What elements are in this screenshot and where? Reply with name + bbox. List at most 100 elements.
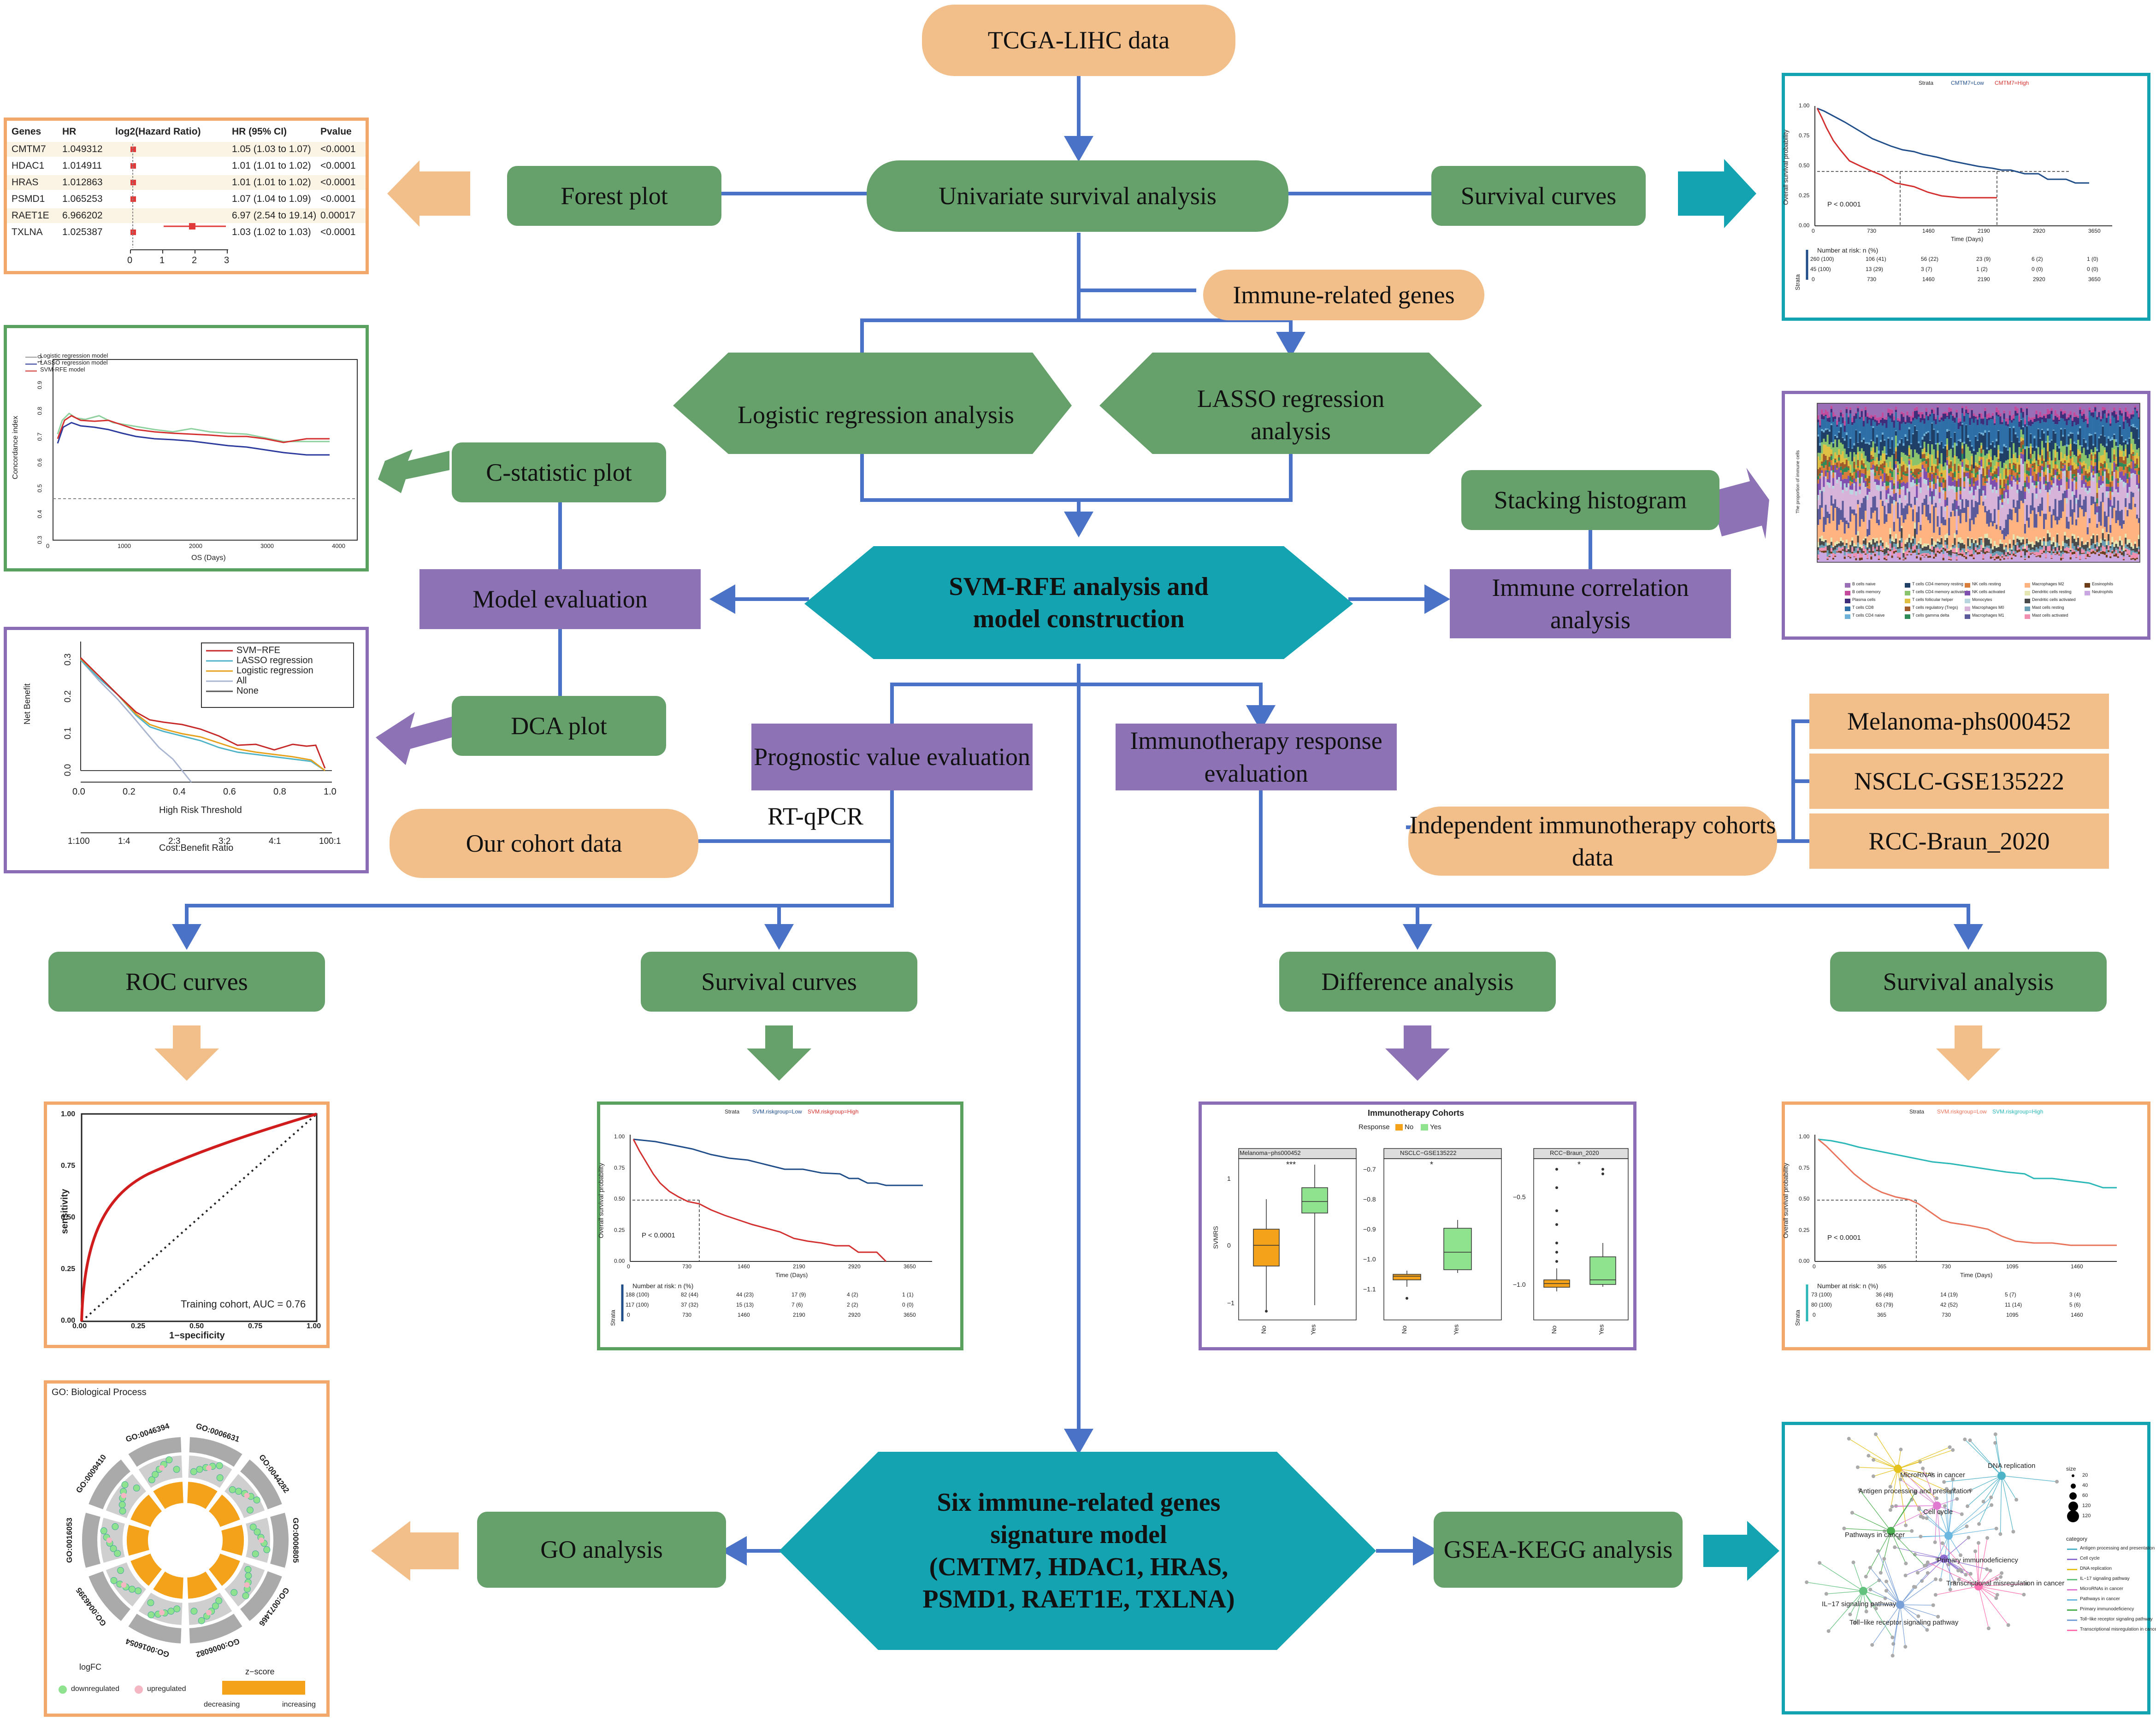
stack-segment [1861,503,1863,519]
stack-segment [1864,511,1867,537]
stack-segment [2066,425,2068,445]
stack-segment [1826,472,1829,479]
stack-segment [2132,414,2134,417]
stack-segment [1874,414,1876,420]
stack-segment [2064,411,2066,414]
stack-segment [2138,467,2140,471]
kegg-edge [1946,1489,1949,1536]
kegg-gene-node [1878,1571,1883,1575]
stack-segment [2005,403,2008,418]
stack-segment [1893,539,1896,542]
stack-segment [2083,550,2085,553]
stack-segment [2132,493,2134,497]
stack-segment [2005,475,2008,479]
stack-segment [2028,527,2030,541]
stack-segment [1828,488,1831,514]
stack-segment [1976,502,1979,514]
stack-segment [2077,466,2079,470]
stack-segment [1906,514,1908,538]
kegg-gene-node [1976,1541,1980,1545]
kegg-edge [1859,1490,1891,1532]
stack-segment [1979,538,1981,545]
cstat-label: C-statistic plot [486,458,632,486]
kegg-edge [1897,1468,1932,1475]
stack-segment [1857,548,1859,551]
stack-segment [1862,483,1865,487]
stack-segment [2115,491,2117,511]
km-mid-risk-xtick: 0 [627,1312,630,1318]
stack-segment [2134,409,2137,427]
stack-segment [1971,477,1973,487]
stack-segment [1963,472,1966,477]
stack-segment [2122,487,2125,521]
stack-segment [2094,544,2097,548]
stack-segment [1842,545,1844,547]
stack-segment [1948,475,1950,486]
stack-segment [1887,412,1890,417]
forest-p: 0.00017 [320,210,355,221]
kegg-gene-node [1930,1472,1934,1476]
stack-segment [1855,548,1857,553]
kegg-category-swatch [2067,1620,2077,1621]
stack-segment [2092,533,2095,536]
km-right-xtick: 0 [1813,1263,1816,1270]
stack-segment [2007,449,2009,451]
stack-segment [2047,546,2049,551]
stack-segment [2132,474,2134,493]
stack-segment [2086,551,2089,554]
stack-segment [2066,547,2068,551]
stack-segment [1935,466,1937,473]
stack-segment [1889,551,1891,562]
stack-segment [1817,403,1819,415]
stack-segment [2018,427,2020,442]
stack-segment [1976,554,1979,562]
dca-xtick2: 2:3 [168,836,181,846]
stack-segment [2026,550,2028,553]
forest-hr: 1.065253 [62,194,103,204]
stack-segment [1823,416,1825,420]
km-mid-xtick: 1460 [738,1263,750,1270]
stack-segment [2117,494,2120,501]
stack-segment [1819,467,1821,474]
stack-segment [1840,470,1842,473]
stack-segment [2098,403,2100,411]
stack-segment [2039,455,2042,458]
stack-segment [1912,411,1914,418]
stack-segment [2088,480,2091,486]
km-right-plot [1806,1135,2117,1321]
stack-segment [1931,545,1933,547]
stack-segment [2050,408,2053,411]
stack-segment [1828,543,1831,545]
stack-segment [2033,489,2036,508]
stack-segment [1895,410,1897,412]
kegg-gene-node [1903,1573,1908,1578]
stack-segment [2108,436,2110,439]
stack-segment [1872,420,1874,427]
stack-segment [1946,460,1949,465]
stack-segment [1906,550,1908,554]
stack-segment [1836,551,1838,553]
stack-segment [1853,443,1855,446]
stack-segment [1991,556,1994,558]
kegg-edge [1900,1579,1936,1605]
stack-segment [1817,542,1819,548]
stack-segment [1840,424,1842,427]
stack-segment [1836,438,1838,448]
stack-segment [1862,546,1865,551]
stack-segment [2026,408,2028,416]
stack-segment [2092,469,2095,471]
stack-segment [1843,478,1846,483]
stack-segment [2136,428,2138,430]
kegg-gene-node [1910,1497,1914,1502]
stack-segment [2079,454,2081,459]
stack-segment [2111,553,2114,562]
stack-segment [1862,544,1865,546]
stack-segment [1906,555,1908,562]
stack-segment [2020,458,2023,464]
stack-segment [1912,553,1914,562]
stack-segment [1845,435,1848,454]
stack-segment [1965,473,1967,477]
stack-segment [2111,411,2114,412]
km-mid-risk-high: 15 (13) [736,1302,754,1308]
roc-xtick: 0.50 [189,1322,204,1330]
